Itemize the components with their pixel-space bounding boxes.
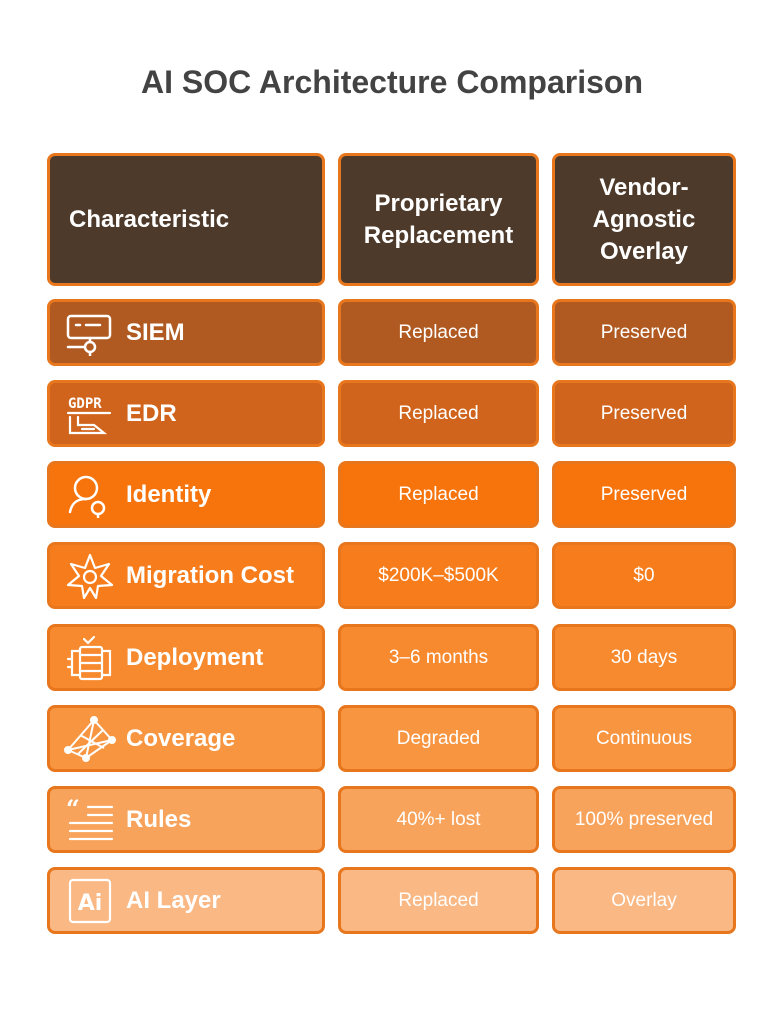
star-burst-icon bbox=[66, 553, 114, 599]
row-migration-cost-label: Migration Cost bbox=[126, 561, 294, 589]
row-identity-characteristic: Identity bbox=[47, 461, 325, 528]
row-identity-overlay: Preserved bbox=[552, 461, 736, 528]
svg-text:“: “ bbox=[66, 797, 80, 823]
row-rules-overlay-value: 100% preserved bbox=[574, 808, 714, 830]
row-rules-characteristic: “ Rules bbox=[47, 786, 325, 853]
row-deployment-characteristic: Deployment bbox=[47, 624, 325, 691]
row-migration-cost-overlay-value: $0 bbox=[633, 564, 655, 586]
row-siem-characteristic: SIEM bbox=[47, 299, 325, 366]
row-ai-layer-proprietary-value: Replaced bbox=[398, 889, 479, 911]
quote-list-icon: “ bbox=[66, 797, 114, 840]
row-migration-cost-proprietary-value: $200K–$500K bbox=[378, 564, 499, 586]
row-ai-layer-label: AI Layer bbox=[126, 886, 221, 914]
row-siem-proprietary: Replaced bbox=[338, 299, 539, 366]
header-proprietary-label: Proprietary Replacement bbox=[363, 189, 514, 249]
row-ai-layer-overlay: Overlay bbox=[552, 867, 736, 934]
server-rack-icon bbox=[66, 635, 112, 680]
row-coverage-overlay-value: Continuous bbox=[595, 727, 693, 749]
row-ai-layer-proprietary: Replaced bbox=[338, 867, 539, 934]
row-identity-proprietary: Replaced bbox=[338, 461, 539, 528]
user-search-icon bbox=[68, 475, 106, 518]
row-identity-proprietary-value: Replaced bbox=[398, 483, 479, 505]
row-deployment-overlay: 30 days bbox=[552, 624, 736, 691]
row-edr-proprietary: Replaced bbox=[338, 380, 539, 447]
row-edr-characteristic: GDPR EDR bbox=[47, 380, 325, 447]
row-coverage-overlay: Continuous bbox=[552, 705, 736, 772]
header-characteristic: Characteristic bbox=[47, 153, 325, 286]
row-edr-overlay-value: Preserved bbox=[600, 402, 688, 424]
row-ai-layer-overlay-value: Overlay bbox=[611, 889, 677, 911]
row-edr-overlay: Preserved bbox=[552, 380, 736, 447]
header-overlay-label: Vendor-Agnostic Overlay bbox=[592, 173, 696, 265]
row-deployment-proprietary-value: 3–6 months bbox=[388, 646, 489, 668]
svg-text:Ai: Ai bbox=[78, 891, 103, 916]
row-deployment-label: Deployment bbox=[126, 643, 264, 671]
header-overlay: Vendor-Agnostic Overlay bbox=[552, 153, 736, 286]
row-edr-label: EDR bbox=[126, 399, 177, 427]
gdpr-document-icon: GDPR bbox=[66, 396, 112, 434]
row-migration-cost-characteristic: Migration Cost bbox=[47, 542, 325, 609]
row-edr-proprietary-value: Replaced bbox=[398, 402, 479, 424]
header-characteristic-label: Characteristic bbox=[69, 205, 230, 233]
row-deployment-overlay-value: 30 days bbox=[610, 646, 678, 668]
row-siem-overlay-value: Preserved bbox=[600, 321, 688, 343]
header-proprietary: Proprietary Replacement bbox=[338, 153, 539, 286]
row-rules-proprietary: 40%+ lost bbox=[338, 786, 539, 853]
row-identity-label: Identity bbox=[126, 480, 212, 508]
row-siem-proprietary-value: Replaced bbox=[398, 321, 479, 343]
row-ai-layer-characteristic: Ai AI Layer bbox=[47, 867, 325, 934]
row-rules-overlay: 100% preserved bbox=[552, 786, 736, 853]
row-identity-overlay-value: Preserved bbox=[600, 483, 688, 505]
row-coverage-characteristic: Coverage bbox=[47, 705, 325, 772]
svg-text:GDPR: GDPR bbox=[68, 396, 102, 412]
row-deployment-proprietary: 3–6 months bbox=[338, 624, 539, 691]
row-migration-cost-proprietary: $200K–$500K bbox=[338, 542, 539, 609]
ai-badge-icon: Ai bbox=[68, 878, 112, 923]
page-title: AI SOC Architecture Comparison bbox=[140, 64, 643, 100]
network-mesh-icon bbox=[64, 715, 116, 762]
row-migration-cost-overlay: $0 bbox=[552, 542, 736, 609]
row-coverage-proprietary-value: Degraded bbox=[396, 727, 481, 749]
row-rules-label: Rules bbox=[126, 805, 192, 833]
row-siem-label: SIEM bbox=[126, 318, 185, 346]
row-rules-proprietary-value: 40%+ lost bbox=[396, 808, 481, 830]
server-settings-icon bbox=[66, 314, 112, 356]
row-coverage-proprietary: Degraded bbox=[338, 705, 539, 772]
row-siem-overlay: Preserved bbox=[552, 299, 736, 366]
row-coverage-label: Coverage bbox=[126, 724, 236, 752]
